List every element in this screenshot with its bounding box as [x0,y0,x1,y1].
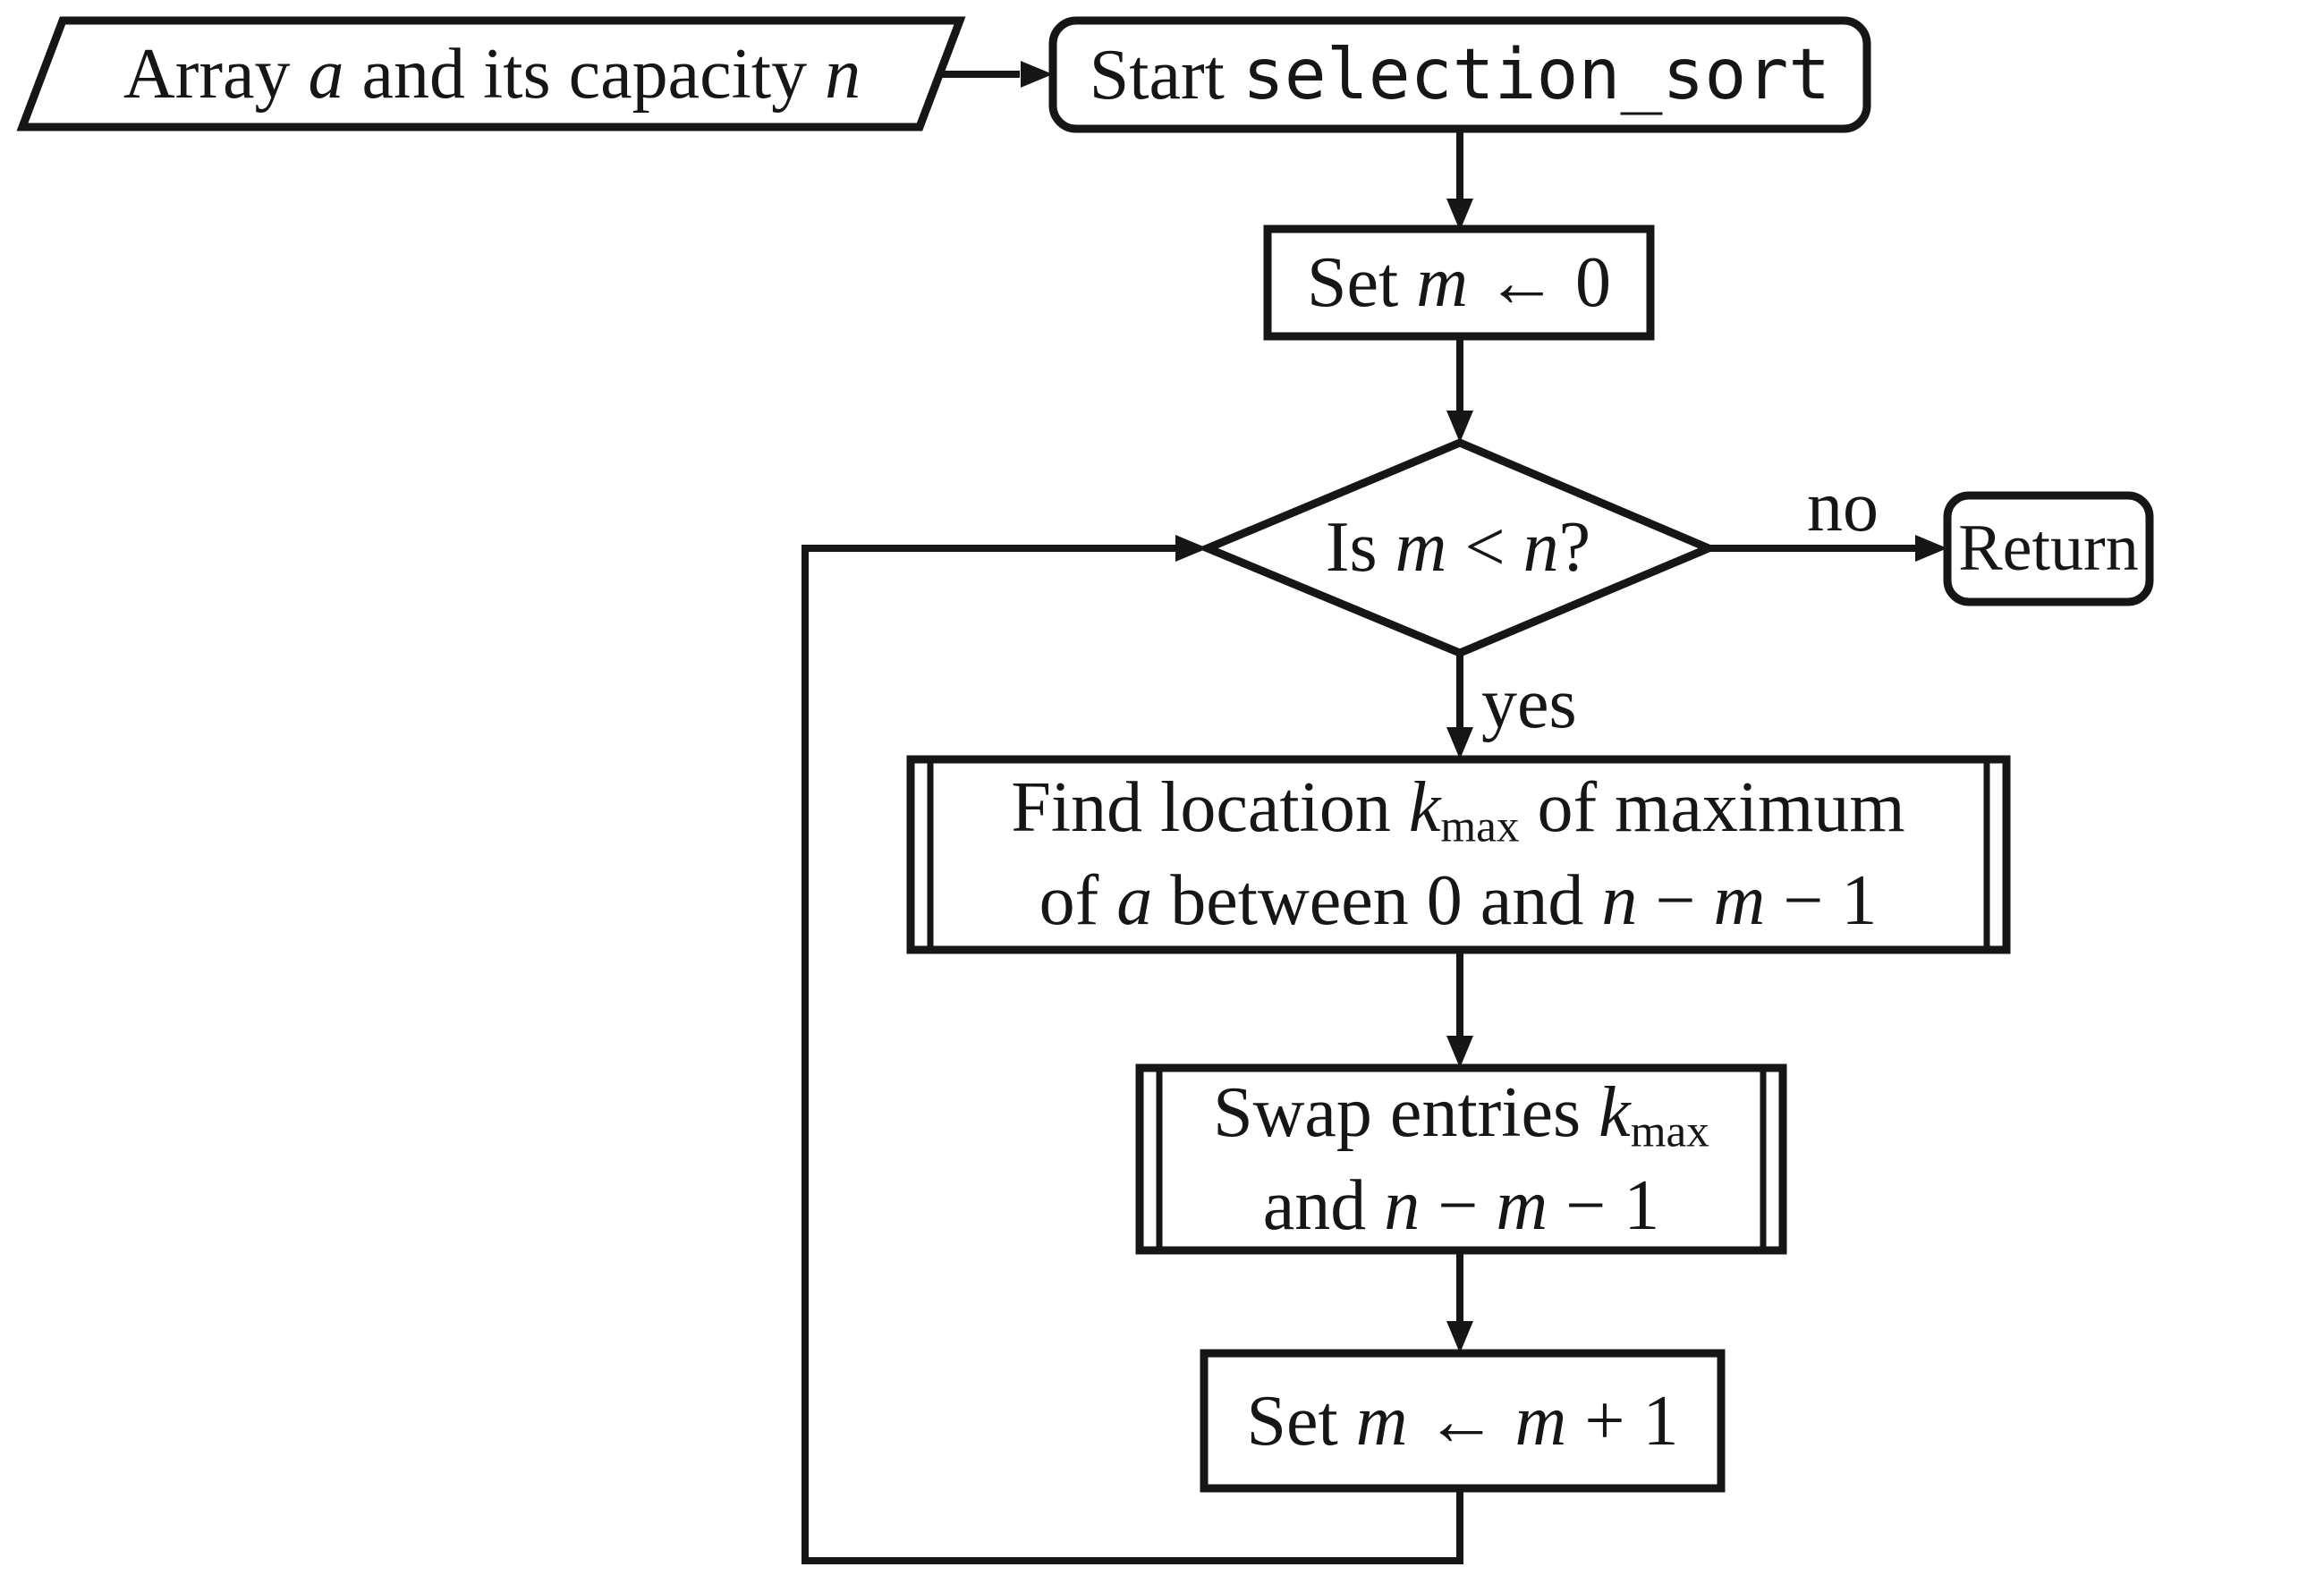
text-segment: + 1 [1566,1381,1679,1461]
text-segment: a [308,35,344,114]
text-segment: < [1446,508,1523,587]
text-segment: Find location [1011,768,1409,848]
swap-to-increment-arrowhead [1446,1321,1473,1353]
no-edge-label: no [1807,468,1879,546]
text-segment: ? [1558,508,1591,587]
text-segment: − 1 [1548,1165,1660,1245]
text-segment: m [1395,508,1447,587]
text-segment: m [1514,1381,1567,1461]
no-branch-arrowhead [1915,535,1947,562]
text-segment: − [1637,860,1714,940]
input-label: Array a and its capacity n [27,22,957,126]
input-parallelogram [16,16,966,131]
subscript-text: max [1440,800,1520,852]
find-label: Find location kmax of maximum of a betwe… [939,765,1977,944]
return-terminator [1943,491,2154,606]
text-segment: n [1522,508,1559,587]
text-segment: between 0 and [1152,860,1602,940]
decision-label: Is m < n? [1227,445,1689,650]
text-segment: m [1355,1381,1408,1461]
text-segment: Set [1306,243,1417,322]
text-segment: Array [123,35,309,114]
text-segment: m [1416,243,1468,322]
find-to-swap-arrowhead [1446,1036,1473,1068]
function-name-text: selection_sort [1242,35,1831,115]
increment-process-box [1200,1349,1726,1493]
text-segment: Set [1246,1381,1356,1461]
subscript-text: max [1630,1105,1709,1157]
text-segment: of maximum [1519,768,1905,848]
text-segment: − 1 [1765,860,1878,940]
text-segment: k [1599,1073,1631,1153]
start-label: Start selection_sort [1053,22,1867,128]
text-segment: m [1713,860,1766,940]
text-segment: of [1039,860,1117,940]
input-to-start-arrowhead [1021,61,1053,88]
text-segment: a [1116,860,1153,940]
init-process-box [1263,224,1655,341]
return-label: Return [1947,497,2150,600]
text-segment: Return [1958,512,2139,586]
text-segment: ← [1407,1381,1515,1461]
yes-edge-label: yes [1481,665,1577,743]
loop-back-wire [802,545,1463,1564]
text-segment: and [1262,1165,1385,1245]
text-segment: k [1408,768,1441,848]
loop-arrowhead [1175,535,1208,562]
text-segment: − [1420,1165,1497,1245]
yes-branch-arrowhead [1446,727,1473,759]
swap-subroutine-box [1135,1063,1787,1255]
find-subroutine-box [906,755,2011,954]
increment-label: Set m ← m + 1 [1204,1355,1721,1487]
swap-label: Swap entries kmax and n − m − 1 [1168,1073,1754,1245]
text-segment: Start [1089,36,1243,114]
text-segment: m [1496,1165,1548,1245]
init-label: Set m ← 0 [1268,231,1650,335]
text-segment: Is [1325,508,1395,587]
text-segment: n [1384,1165,1421,1245]
text-segment: ← 0 [1468,243,1611,322]
text-segment: Swap entries [1213,1073,1599,1153]
text-segment: n [1601,860,1638,940]
init-to-decision-arrowhead [1446,411,1473,443]
start-to-init-arrowhead [1446,199,1473,231]
text-segment: n [825,35,861,114]
text-segment: and its capacity [344,35,826,114]
